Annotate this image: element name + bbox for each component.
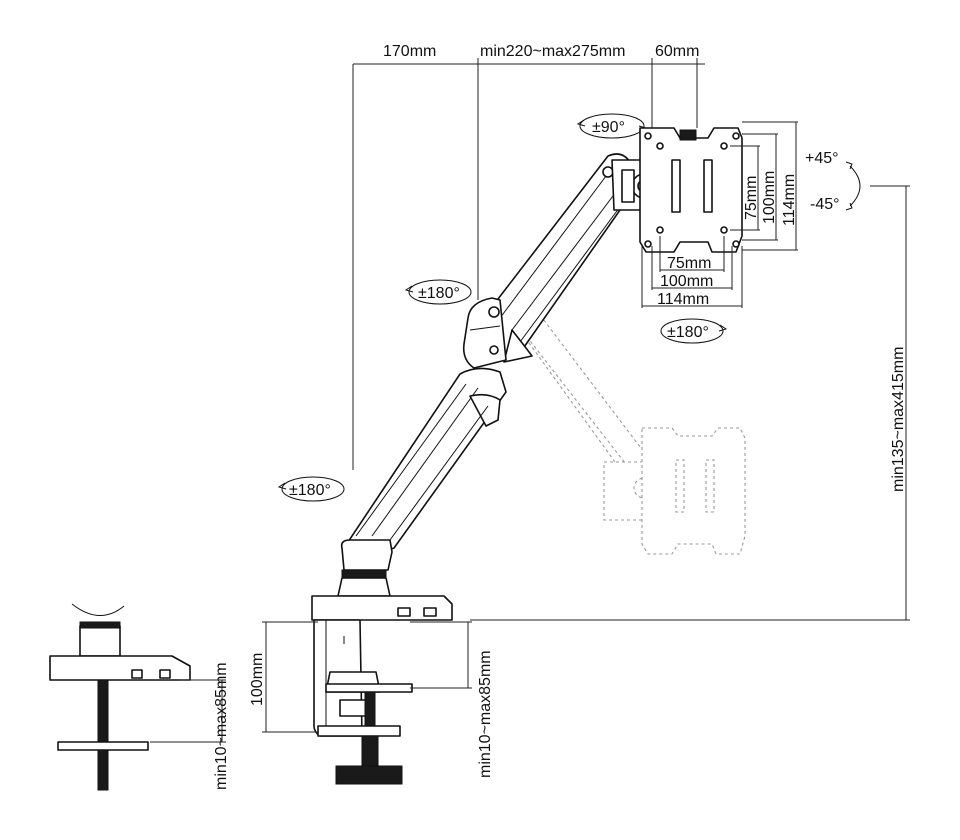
height-range-label: min135~max415mm bbox=[890, 347, 907, 492]
vesa-v-100-label: 100mm bbox=[761, 171, 778, 224]
vesa-v-114-label: 114mm bbox=[781, 174, 798, 226]
grommet-dimension-lines bbox=[150, 679, 226, 743]
desk-clamp bbox=[311, 595, 453, 785]
desk-thickness-clamp-label: min10~max85mm bbox=[477, 650, 494, 778]
rotate-90-badge: ±90° bbox=[576, 113, 648, 139]
arm-reach-2-label: min220~max275mm bbox=[480, 43, 625, 60]
arm-lowered-ghost bbox=[496, 299, 746, 555]
tilt-indicator: +45° -45° bbox=[805, 150, 861, 213]
top-dimension-lines bbox=[352, 58, 705, 470]
vesa-h-100-label: 100mm bbox=[660, 273, 713, 290]
head-swivel-badge: ±180° bbox=[660, 318, 728, 344]
arm-reach-1-label: 170mm bbox=[383, 43, 436, 60]
vesa-v-75-label: 75mm bbox=[743, 176, 760, 220]
base-swivel-badge: ±180° bbox=[277, 476, 345, 502]
height-dimension-lines bbox=[470, 185, 910, 621]
tilt-down-label: -45° bbox=[810, 196, 840, 213]
vesa-h-114-label: 114mm bbox=[657, 291, 709, 308]
desk-thickness-grommet-label: min10~max85mm bbox=[213, 662, 230, 790]
vesa-dimension-lines bbox=[641, 121, 798, 308]
vesa-plate bbox=[639, 127, 743, 253]
upper-arm bbox=[487, 153, 635, 363]
plate-rotate-label: ±90° bbox=[592, 119, 625, 136]
elbow-swivel-label: ±180° bbox=[418, 285, 460, 302]
base-pole bbox=[337, 539, 393, 597]
vesa-h-75-label: 75mm bbox=[667, 255, 711, 272]
clamp-dimension-lines bbox=[262, 621, 472, 733]
lower-arm bbox=[343, 367, 507, 558]
plate-offset-label: 60mm bbox=[655, 43, 699, 60]
base-swivel-label: ±180° bbox=[289, 482, 331, 499]
grommet-mount bbox=[49, 603, 191, 791]
elbow-swivel-badge: ±180° bbox=[404, 279, 472, 305]
tilt-up-label: +45° bbox=[805, 150, 839, 167]
elbow-joint bbox=[462, 297, 507, 369]
clamp-height-label: 100mm bbox=[249, 653, 266, 706]
head-swivel-label: ±180° bbox=[667, 324, 709, 341]
